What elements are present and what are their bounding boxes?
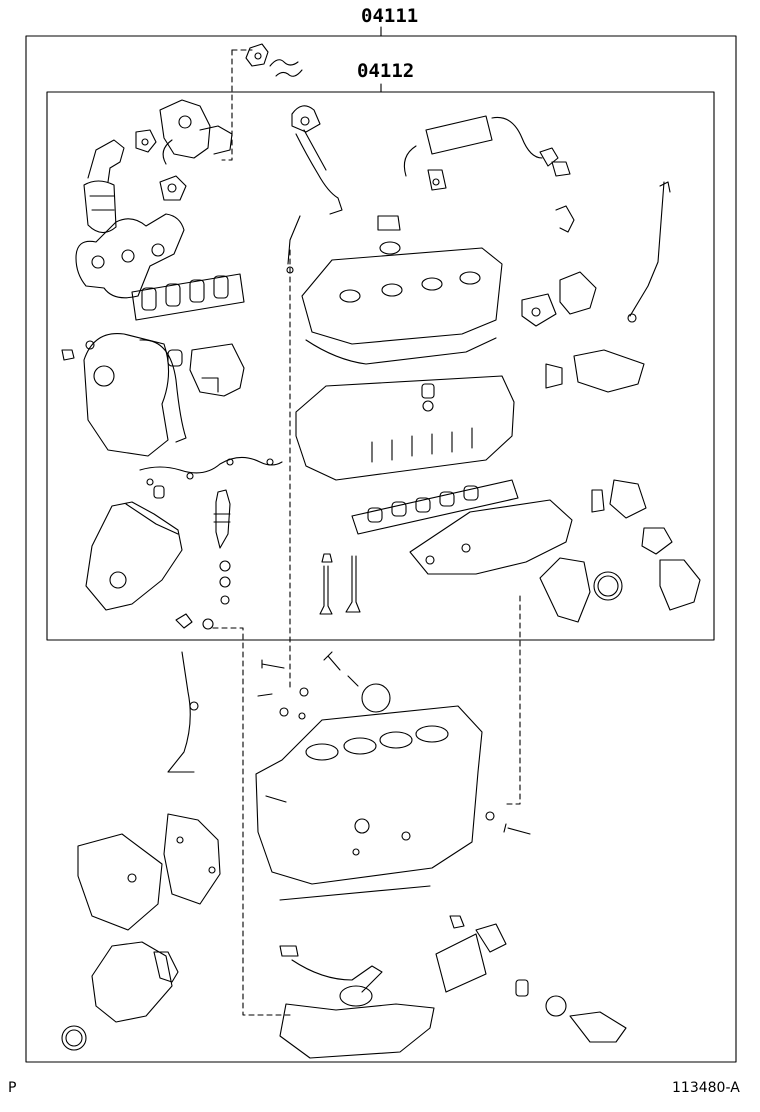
oil-level-gauge	[627, 181, 671, 323]
oil-filter	[435, 915, 627, 1043]
exhaust-manifold	[75, 213, 185, 299]
timing-cover-lower	[85, 501, 214, 630]
intake-manifold	[409, 499, 573, 575]
egr-cooler	[403, 115, 571, 191]
oil-feed-hose	[167, 651, 199, 773]
cylinder-block	[255, 705, 531, 901]
water-outlet	[545, 349, 645, 393]
oil-filler-cap	[377, 215, 401, 255]
water-pump-housing	[539, 479, 701, 623]
valves	[319, 553, 361, 615]
turbo-charger-assembly	[83, 99, 233, 234]
outer-kit-frame	[25, 26, 737, 1063]
egr-pipe	[286, 105, 343, 274]
fuel-injector	[213, 489, 231, 605]
timing-cover-upper	[61, 332, 245, 457]
leader-lines	[212, 49, 521, 1016]
gasket-top-small	[245, 43, 303, 77]
oil-pan	[279, 1003, 435, 1059]
illustration-id: 113480-A	[672, 1080, 740, 1096]
inner-kit-frame	[46, 83, 715, 641]
glow-plug-harness	[139, 456, 283, 499]
cylinder-head-cover	[301, 247, 503, 365]
egr-valve	[521, 205, 597, 327]
outer-kit-number-label[interactable]: 04111	[360, 5, 420, 27]
timing-case-bottom-left	[61, 813, 221, 1051]
inner-kit-number-label[interactable]: 04112	[356, 60, 416, 82]
footer-left-code: P	[8, 1080, 17, 1096]
exhaust-manifold-gasket	[131, 273, 245, 321]
bolts-middle	[257, 651, 391, 720]
cylinder-head	[295, 375, 515, 481]
oil-strainer	[279, 945, 383, 1007]
intake-manifold-gasket	[351, 479, 519, 535]
